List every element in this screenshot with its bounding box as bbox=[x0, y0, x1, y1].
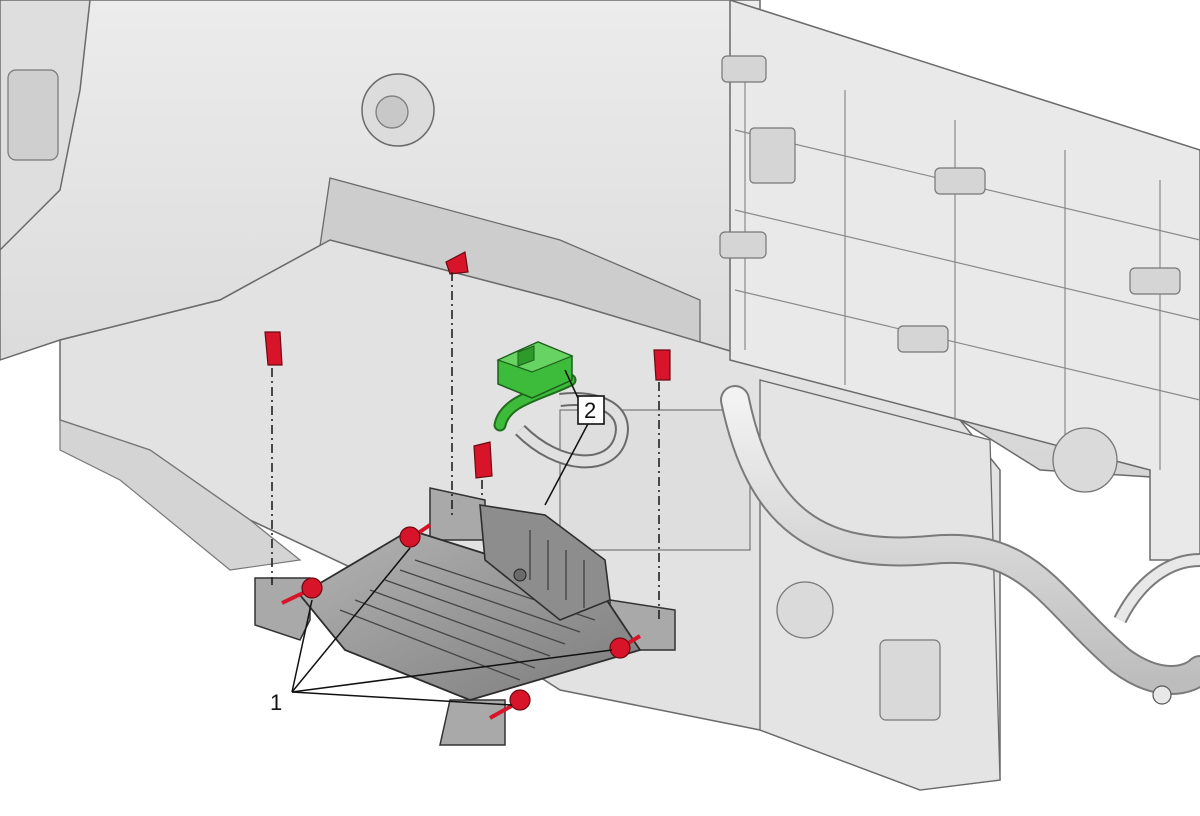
retaining-clips bbox=[264, 251, 671, 479]
bolt-4 bbox=[489, 689, 531, 720]
callout-1-label: 1 bbox=[270, 690, 282, 715]
bolt-2 bbox=[399, 523, 432, 548]
bolt-1 bbox=[281, 577, 323, 605]
alignment-lines bbox=[271, 272, 660, 622]
fasteners bbox=[281, 523, 642, 720]
wiring-harness bbox=[515, 385, 1200, 705]
bolt-3 bbox=[609, 634, 642, 659]
callout-2-label: 2 bbox=[584, 398, 596, 423]
callout-2-leaders bbox=[544, 369, 591, 506]
callout-1-leaders bbox=[291, 547, 613, 706]
vehicle-body-panel bbox=[0, 0, 1200, 791]
electrical-connector bbox=[493, 341, 577, 432]
callout-2-box bbox=[577, 395, 605, 425]
